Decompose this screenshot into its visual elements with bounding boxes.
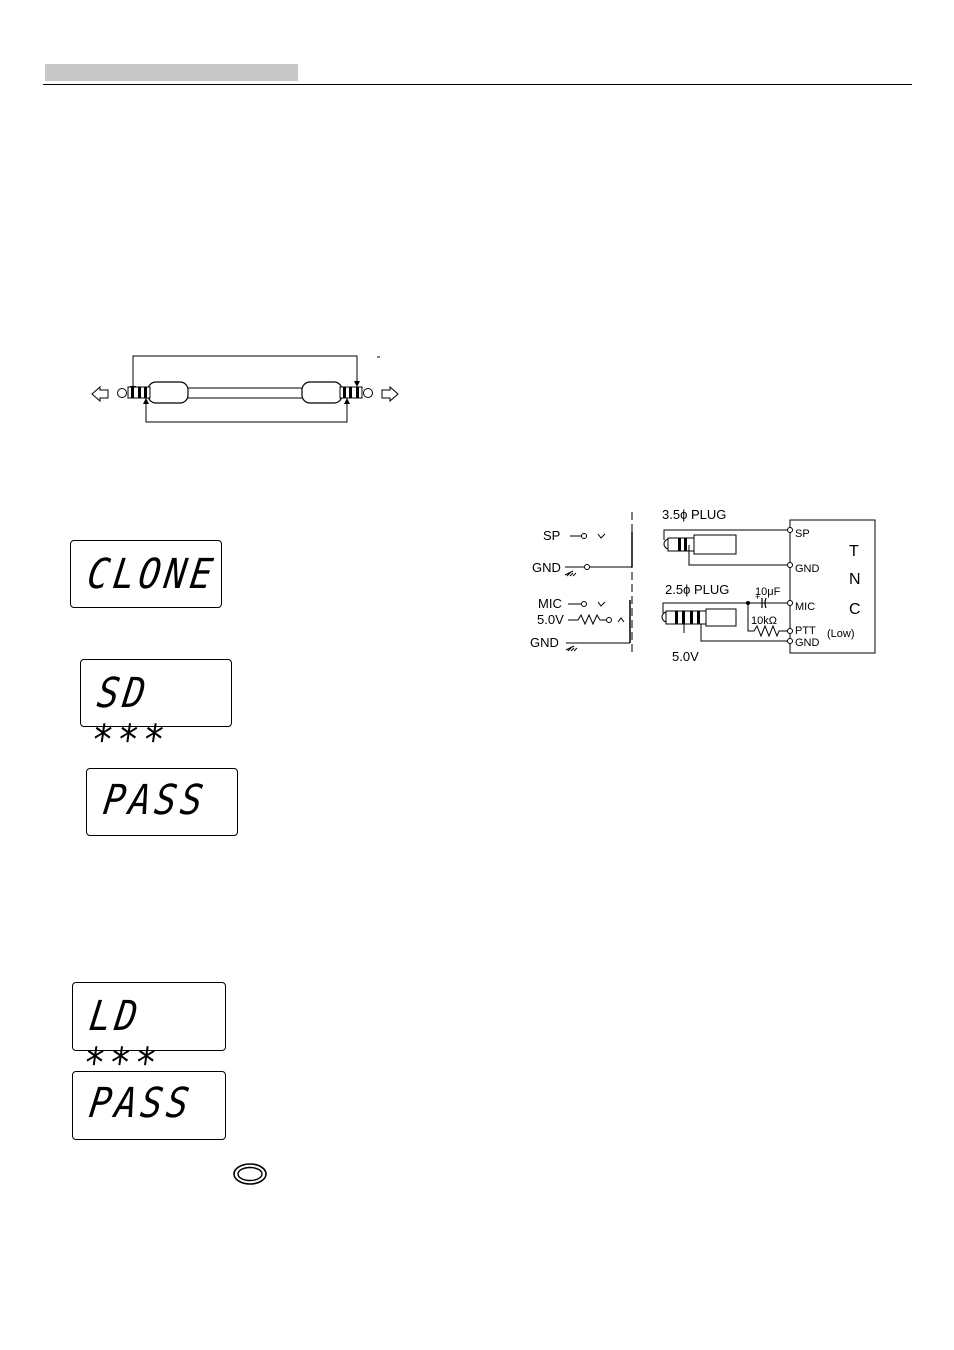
tnc-low-label: (Low) <box>827 628 855 640</box>
pin-gnd-1: GND <box>795 563 820 575</box>
header-rule <box>43 84 912 85</box>
label-plug-25: 2.5ϕ PLUG <box>665 582 729 597</box>
lcd-ld: LD *** <box>72 982 226 1087</box>
tnc-letter-t: T <box>849 543 859 560</box>
lcd-pass-1: PASS <box>86 768 238 836</box>
label-gnd-left-2: GND <box>530 635 559 650</box>
lcd-pass-2: PASS <box>72 1071 226 1140</box>
label-5v-bottom: 5.0V <box>672 649 699 664</box>
ring-icon <box>233 1163 267 1185</box>
pin-sp: SP <box>795 528 810 540</box>
label-plug-35: 3.5ϕ PLUG <box>662 507 726 522</box>
tnc-letter-n: N <box>849 571 861 588</box>
svg-text:+: + <box>755 592 760 602</box>
label-capacitor: 10μF <box>755 586 781 598</box>
label-gnd-left-1: GND <box>532 560 561 575</box>
label-sp-left: SP <box>543 528 560 543</box>
pin-mic: MIC <box>795 601 815 613</box>
label-resistor: 10kΩ <box>751 615 777 627</box>
pin-ptt: PTT <box>795 625 816 637</box>
lcd-clone: CLONE <box>70 540 222 608</box>
pin-gnd-2: GND <box>795 637 820 649</box>
label-mic-left: MIC <box>538 596 562 611</box>
header-bar <box>45 64 298 81</box>
lcd-sd: SD *** <box>80 659 232 764</box>
tnc-letter-c: C <box>849 601 861 618</box>
label-5v-left: 5.0V <box>537 612 564 627</box>
